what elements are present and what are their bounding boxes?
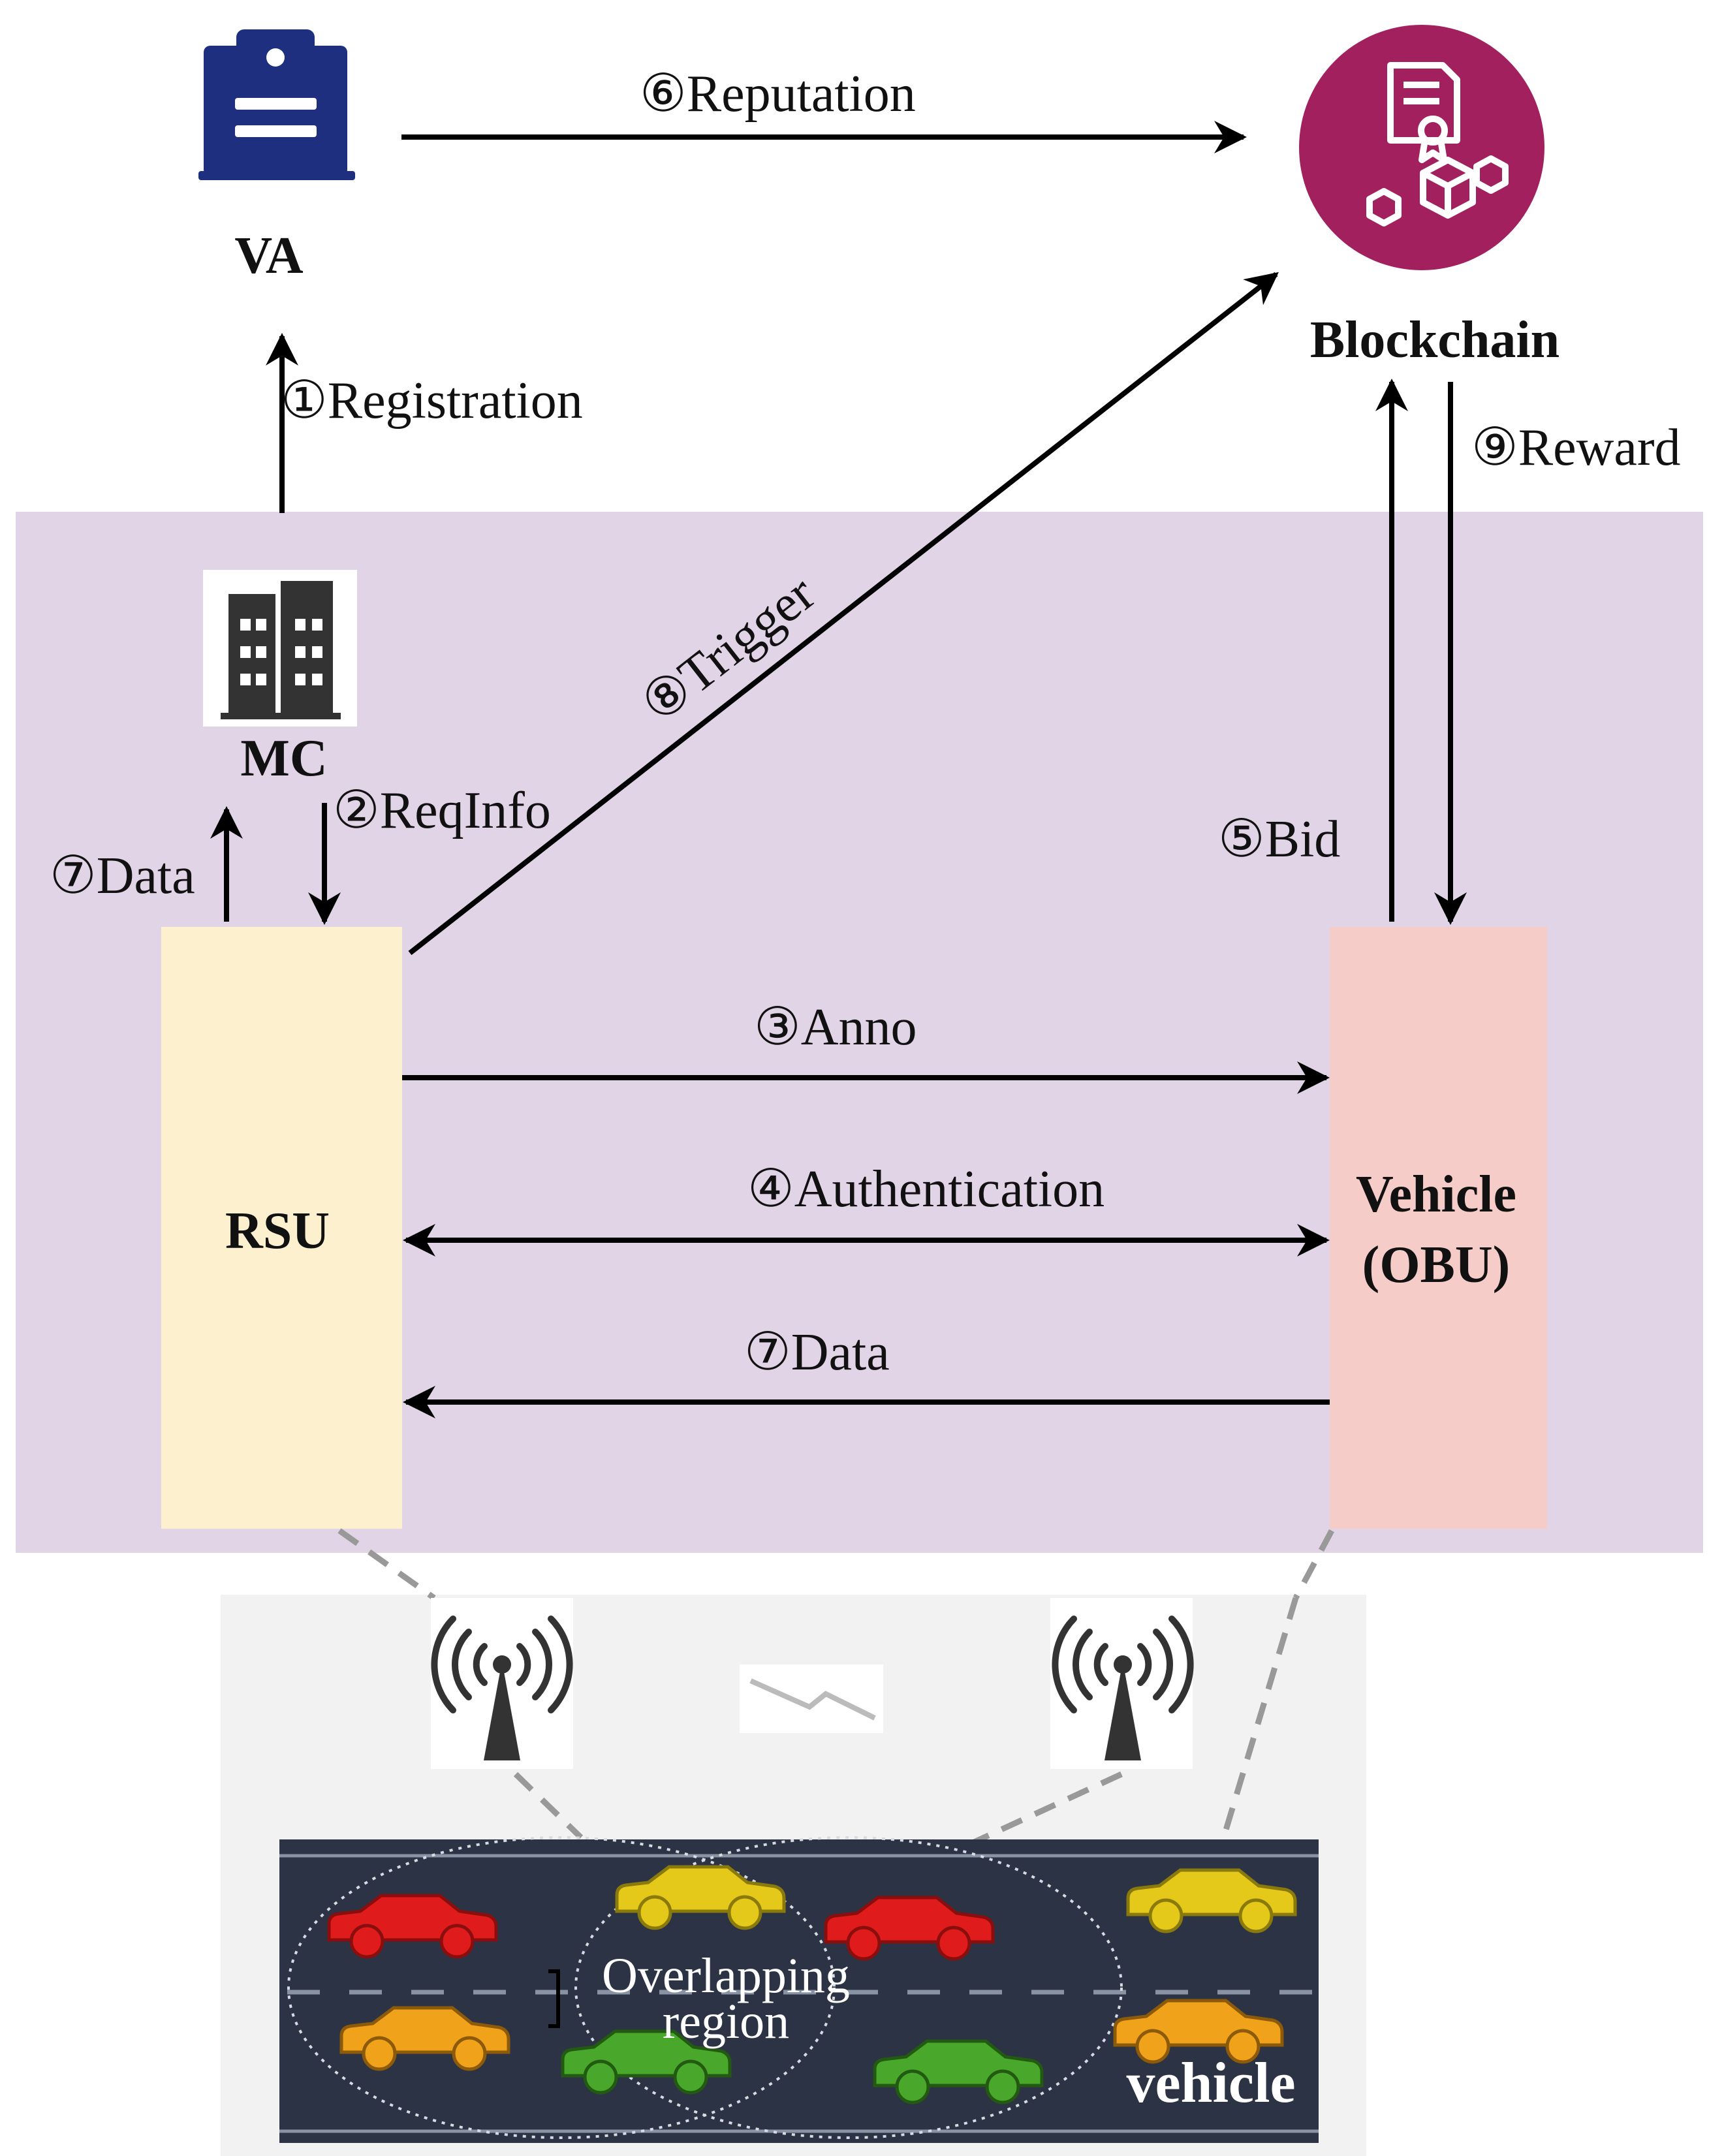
rsu-dashed-connector-a	[337, 1528, 436, 1601]
rsu-antenna-icon	[431, 1598, 573, 1769]
building-icon	[203, 570, 357, 726]
data-to-mc-label: ⑦Data	[50, 847, 195, 905]
vehicle-dashed-connector-c	[1217, 1597, 1299, 1849]
authentication-label: ④Authentication	[747, 1161, 1105, 1218]
vehicle-coverage-ellipse	[574, 1836, 1123, 2139]
vehicle-antenna-icon	[1050, 1598, 1194, 1769]
vehicle-dashed-connector-a	[1293, 1529, 1334, 1600]
mc-label: MC	[240, 730, 327, 787]
clipboard-icon	[198, 29, 355, 180]
bid-label: ⑤Bid	[1218, 811, 1340, 868]
reputation-label: ⑥Reputation	[640, 65, 916, 123]
reqinfo-label: ②ReqInfo	[333, 782, 551, 839]
va-label: VA	[234, 227, 303, 285]
blockchain-label: Blockchain	[1310, 311, 1559, 369]
anno-label: ③Anno	[754, 999, 917, 1056]
rsu-box	[161, 927, 402, 1529]
trigger-arrow	[408, 272, 1279, 956]
vehicle-label-line1: Vehicle	[1356, 1166, 1516, 1223]
blockchain-certificate-icon	[1299, 25, 1544, 270]
vehicle-obu-box	[1330, 927, 1547, 1529]
overlap-label-line2: region	[663, 1994, 789, 2049]
vehicle-road-label: vehicle	[1126, 2052, 1295, 2115]
rsu-dashed-connector-b	[513, 1772, 584, 1840]
rsu-label: RSU	[225, 1202, 330, 1260]
reward-label: ⑨Reward	[1471, 419, 1681, 477]
rsu-coverage-ellipse	[287, 1836, 836, 2139]
data-to-rsu-label: ⑦Data	[744, 1324, 890, 1381]
distance-bracket	[548, 1969, 560, 2028]
lightning-icon	[740, 1664, 883, 1733]
vehicle-label-line2: (OBU)	[1362, 1236, 1511, 1294]
vehicle-dashed-connector-b	[962, 1771, 1123, 1851]
registration-label: ①Registration	[281, 372, 583, 430]
overlap-label-line1: Overlapping	[602, 1948, 850, 2003]
